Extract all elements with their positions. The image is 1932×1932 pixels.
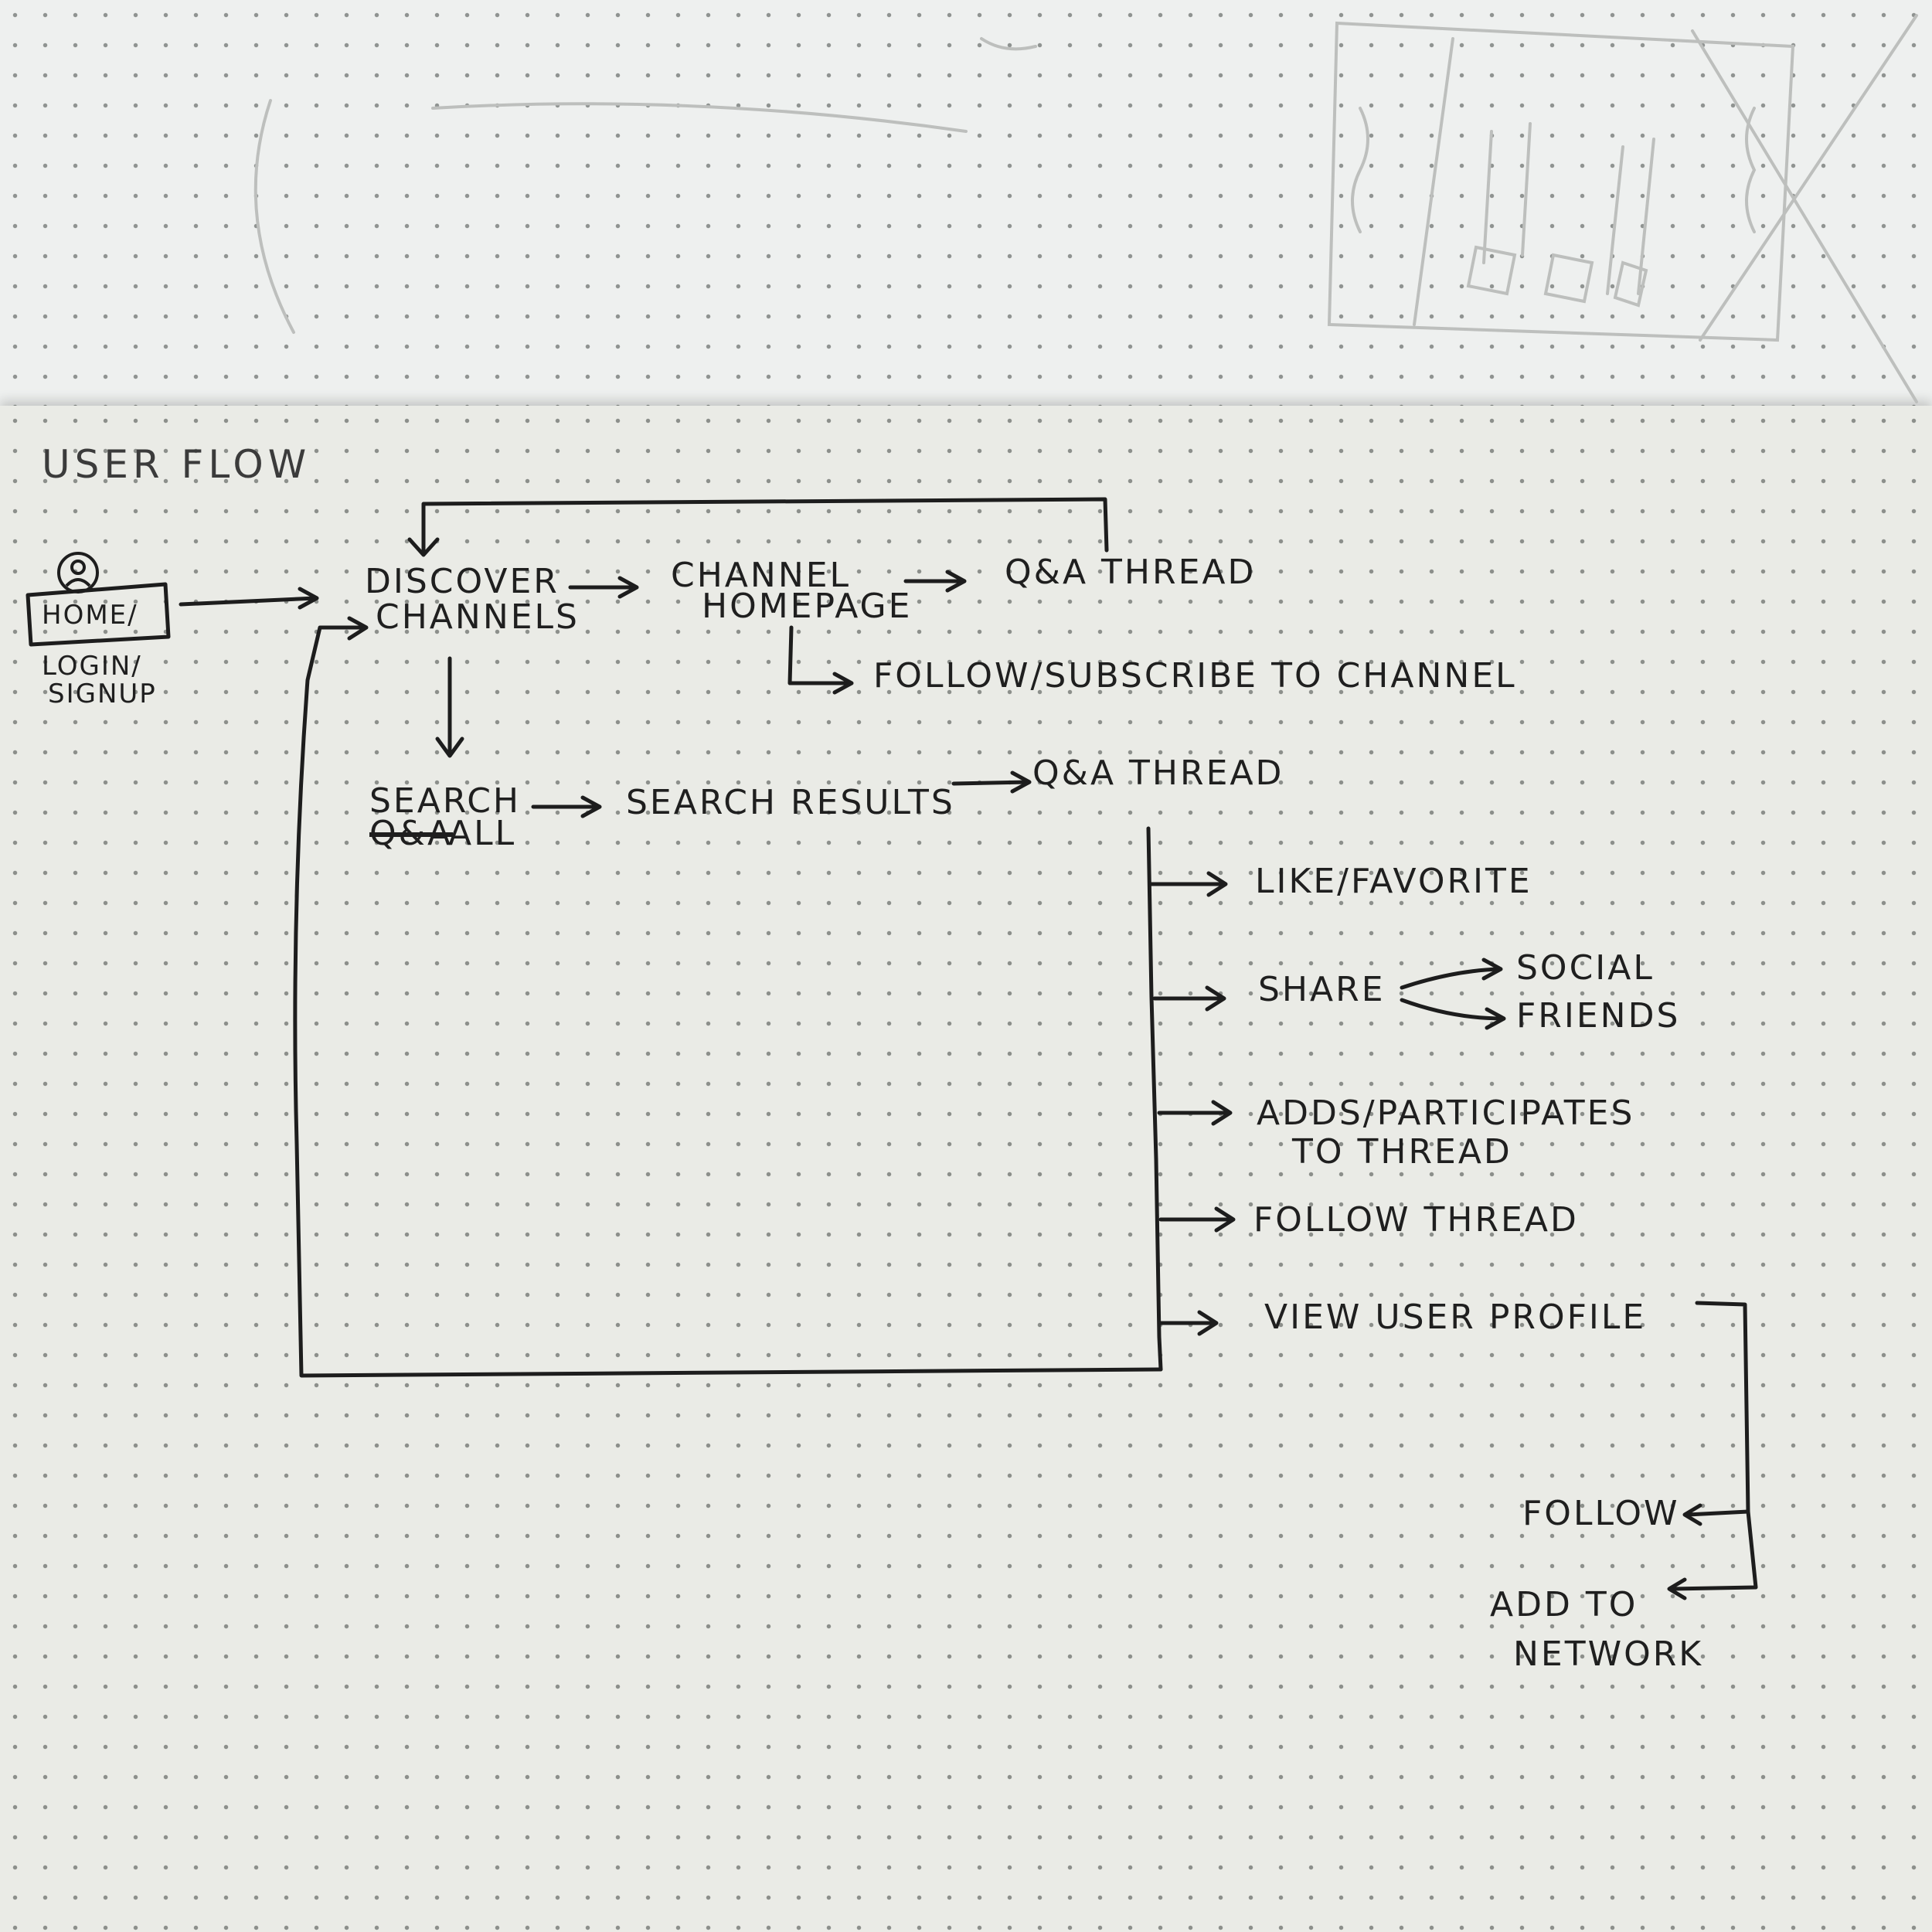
to-thread-label: TO THREAD bbox=[1292, 1132, 1512, 1172]
homepage-label: HOMEPAGE bbox=[702, 587, 913, 626]
like-favorite-label: LIKE/FAVORITE bbox=[1255, 862, 1532, 901]
qa-thread-top-label: Q&A THREAD bbox=[1005, 553, 1257, 592]
friends-label: FRIENDS bbox=[1516, 996, 1681, 1036]
arrow-share-to-friends bbox=[1400, 998, 1505, 1021]
search-label: SEARCH bbox=[369, 781, 522, 821]
search-results-label: SEARCH RESULTS bbox=[626, 783, 955, 822]
qa-thread-mid-label: Q&A THREAD bbox=[1032, 753, 1284, 793]
adds-participates-label: ADDS/PARTICIPATES bbox=[1257, 1094, 1635, 1133]
arrow-return-to-discover bbox=[293, 625, 1163, 1378]
arrow-profile-to-follow-network bbox=[1670, 1301, 1758, 1591]
view-user-profile-label: VIEW USER PROFILE bbox=[1264, 1298, 1647, 1337]
signup-label: SIGNUP bbox=[48, 679, 157, 709]
struck-out-label: Q&A bbox=[369, 814, 454, 853]
social-label: SOCIAL bbox=[1516, 948, 1655, 988]
search-all-label: ALL bbox=[448, 814, 517, 853]
arrow-share-to-social bbox=[1400, 967, 1502, 990]
channel-label: CHANNEL bbox=[671, 556, 852, 595]
faint-background-sketch bbox=[253, 14, 1918, 403]
home-box bbox=[26, 582, 171, 647]
follow-subscribe-label: FOLLOW/SUBSCRIBE TO CHANNEL bbox=[873, 656, 1517, 696]
home-label: HOME/ bbox=[42, 600, 138, 631]
arrow-channel-to-follow-subscribe bbox=[787, 625, 852, 685]
network-label: NETWORK bbox=[1513, 1634, 1704, 1674]
add-to-label: ADD TO bbox=[1490, 1585, 1638, 1624]
diagram-title: USER FLOW bbox=[42, 442, 311, 487]
login-label: LOGIN/ bbox=[42, 651, 142, 682]
discover-label: DISCOVER bbox=[365, 562, 560, 601]
back-page bbox=[0, 0, 1932, 433]
channels-label: CHANNELS bbox=[376, 597, 580, 637]
branch-spine bbox=[1146, 826, 1163, 1372]
arrow-results-to-qa bbox=[951, 780, 1030, 786]
front-page bbox=[0, 406, 1932, 1932]
user-circle-icon bbox=[56, 550, 100, 595]
arrow-qa-thread-back-to-discover bbox=[421, 497, 1109, 556]
share-label: SHARE bbox=[1258, 970, 1386, 1009]
follow-thread-label: FOLLOW THREAD bbox=[1253, 1200, 1579, 1240]
arrow-home-to-discover bbox=[179, 596, 318, 607]
follow-label: FOLLOW bbox=[1522, 1494, 1680, 1533]
